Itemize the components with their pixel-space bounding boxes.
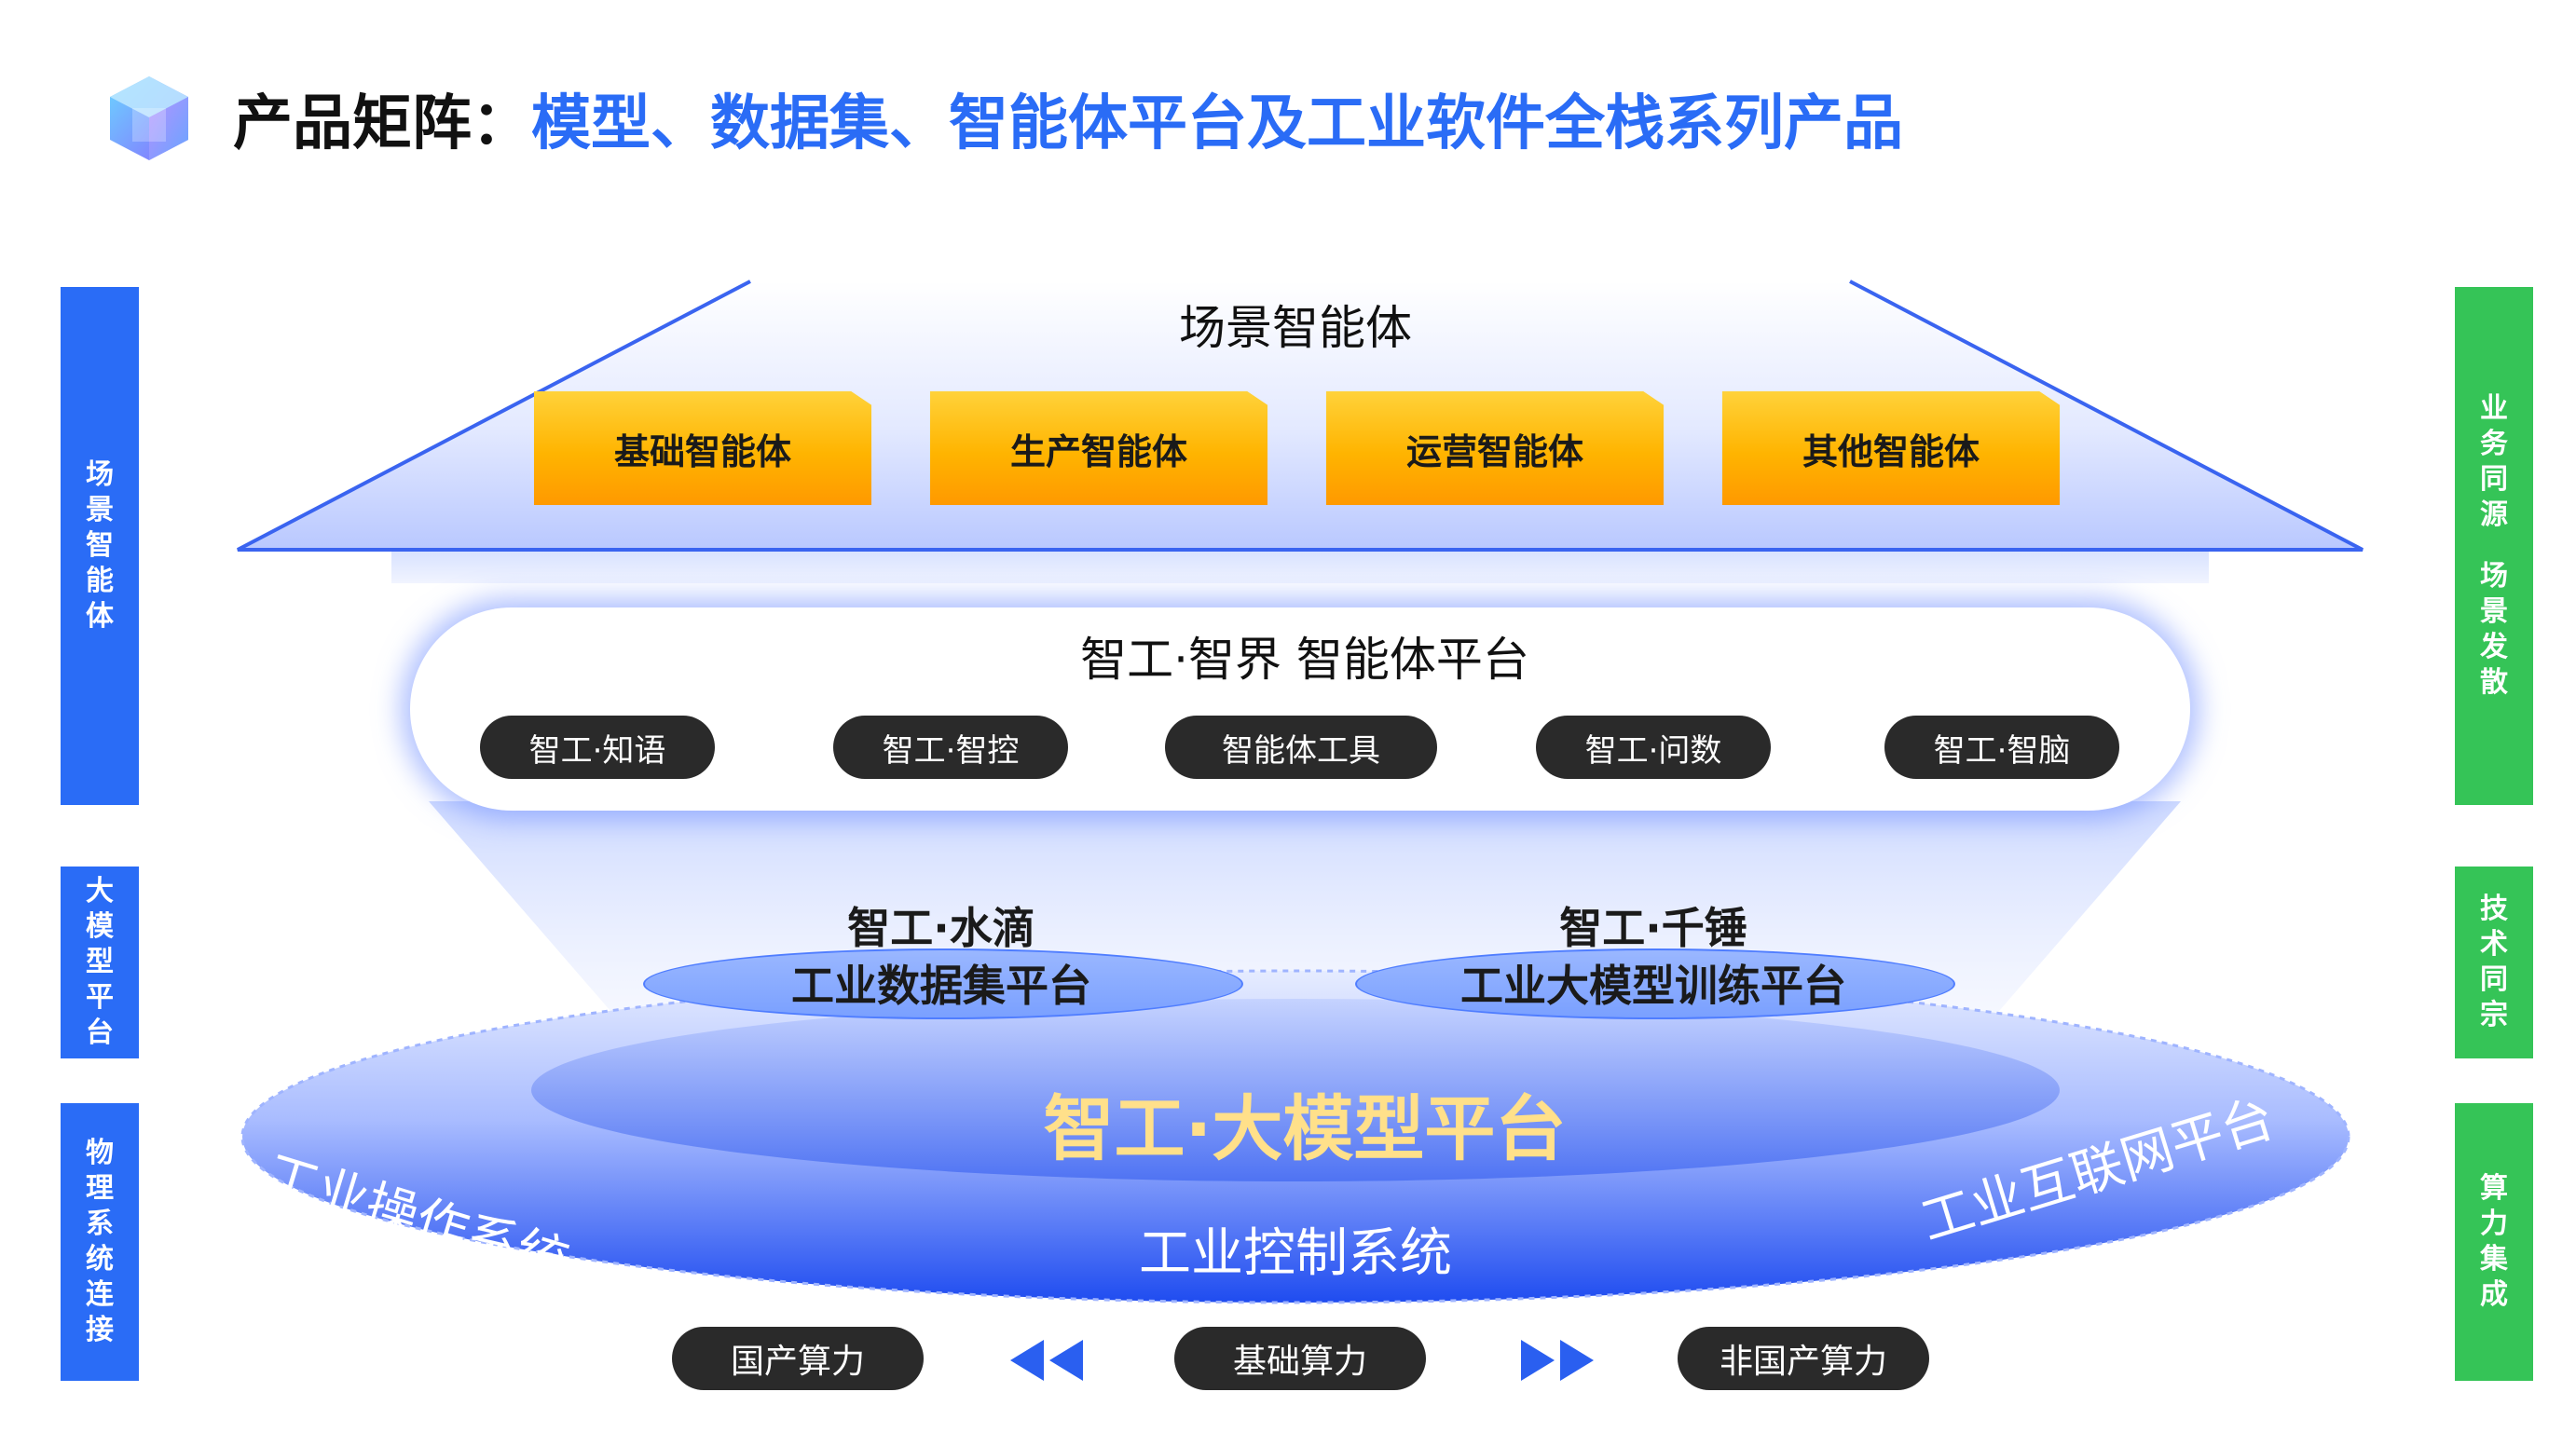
- side-bar-char: 物: [86, 1137, 114, 1169]
- side-bar-char: 体: [86, 600, 114, 633]
- side-bar-char: 连: [86, 1278, 114, 1311]
- side-bar-char: 同: [2480, 463, 2508, 496]
- side-bar-char: 接: [86, 1314, 114, 1346]
- side-bar-char: 宗: [2480, 999, 2508, 1031]
- side-bar-char: 成: [2480, 1278, 2508, 1311]
- agent-platform-title: 智工·智界 智能体平台: [1080, 633, 1529, 687]
- training-platform-ellipse: [1355, 949, 1955, 1019]
- cube-logo-icon: [110, 76, 188, 160]
- training-platform-desc[interactable]: 工业大模型训练平台: [1460, 961, 1846, 1011]
- side-bar-char: 同: [2480, 963, 2508, 996]
- left-bar-physical-connection: 物理系统连接: [61, 1103, 139, 1381]
- core-platform-title: 智工·大模型平台: [1043, 1087, 1567, 1170]
- title-prefix: 产品矩阵：: [233, 89, 531, 158]
- scene-agents-title: 场景智能体: [1179, 301, 1412, 355]
- compute-basic[interactable]: 基础算力: [1174, 1327, 1426, 1390]
- side-bar-char: 大: [86, 875, 114, 908]
- tool-zhiyu[interactable]: 智工·知语: [480, 716, 715, 779]
- agent-basic[interactable]: 基础智能体: [534, 391, 871, 505]
- right-bar-compute: 算力集成: [2455, 1103, 2533, 1381]
- industrial-control-label: 工业控制系统: [1139, 1223, 1452, 1284]
- side-bar-char: 模: [86, 910, 114, 943]
- side-bar-char: 型: [86, 946, 114, 978]
- side-bar-char: 技: [2480, 893, 2508, 925]
- side-bar-char: 散: [2480, 666, 2508, 699]
- agent-other[interactable]: 其他智能体: [1722, 391, 2060, 505]
- side-bar-char: 平: [86, 981, 114, 1014]
- side-bar-char: 务: [2480, 428, 2508, 460]
- side-bar-char: 场: [2480, 560, 2508, 593]
- side-bar-char: 场: [86, 458, 114, 491]
- side-bar-char: 台: [86, 1017, 114, 1049]
- right-bar-business-scene: 业务同源场景发散: [2455, 287, 2533, 805]
- side-bar-char: 集: [2480, 1243, 2508, 1276]
- side-bar-char: 算: [2480, 1172, 2508, 1205]
- dataset-platform-ellipse: [643, 949, 1243, 1019]
- side-bar-char: 术: [2480, 928, 2508, 961]
- compute-non-domestic[interactable]: 非国产算力: [1678, 1327, 1929, 1390]
- tool-zhikong[interactable]: 智工·智控: [833, 716, 1068, 779]
- side-bar-char: 力: [2480, 1208, 2508, 1240]
- side-bar-char: 发: [2480, 631, 2508, 663]
- side-bar-char: 景: [86, 494, 114, 526]
- side-bar-char: 业: [2480, 392, 2508, 425]
- right-bar-technology: 技术同宗: [2455, 867, 2533, 1058]
- side-bar-char: 能: [86, 565, 114, 597]
- tool-zhinao[interactable]: 智工·智脑: [1884, 716, 2119, 779]
- tool-wenshu[interactable]: 智工·问数: [1536, 716, 1771, 779]
- compute-domestic[interactable]: 国产算力: [672, 1327, 924, 1390]
- agent-operations[interactable]: 运营智能体: [1326, 391, 1664, 505]
- side-bar-char: 统: [86, 1243, 114, 1276]
- double-right-arrow-icon: [1521, 1340, 1594, 1381]
- double-left-arrow-icon: [1010, 1340, 1083, 1381]
- agent-production[interactable]: 生产智能体: [930, 391, 1267, 505]
- training-platform-name[interactable]: 智工·千锤: [1559, 903, 1747, 953]
- platform-strip: [391, 552, 2209, 583]
- dataset-platform-desc[interactable]: 工业数据集平台: [791, 961, 1091, 1011]
- tool-agent-tools[interactable]: 智能体工具: [1165, 716, 1437, 779]
- dataset-platform-name[interactable]: 智工·水滴: [847, 903, 1035, 953]
- side-bar-char: 源: [2480, 498, 2508, 531]
- base-platform-ellipse: [240, 969, 2350, 1304]
- side-bar-char: 智: [86, 529, 114, 562]
- page-title: 产品矩阵： 模型、数据集、智能体平台及工业软件全栈系列产品: [233, 76, 1903, 160]
- title-main: 模型、数据集、智能体平台及工业软件全栈系列产品: [531, 89, 1903, 158]
- side-bar-char: 系: [86, 1208, 114, 1240]
- side-bar-char: 景: [2480, 595, 2508, 628]
- side-bar-char: 理: [86, 1172, 114, 1205]
- left-bar-model-platform: 大模型平台: [61, 867, 139, 1058]
- left-bar-scene-agents: 场景智能体: [61, 287, 139, 805]
